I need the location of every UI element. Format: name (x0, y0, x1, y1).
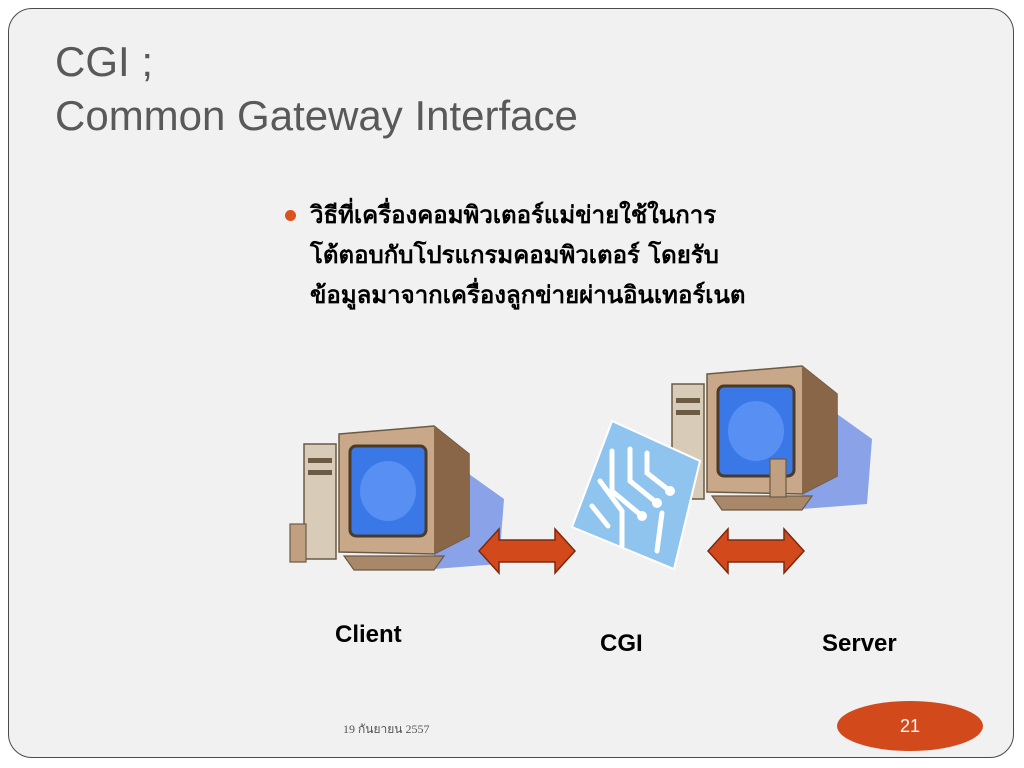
page-number-badge: 21 (837, 701, 983, 751)
bullet-dot-icon (285, 210, 296, 221)
cgi-server-double-arrow-icon (706, 527, 806, 575)
client-cgi-double-arrow-icon (477, 527, 577, 575)
title-line-2: Common Gateway Interface (55, 92, 578, 139)
server-computer-icon (671, 365, 872, 511)
slide: CGI ; Common Gateway Interface วิธีที่เค… (8, 8, 1014, 758)
client-label: Client (335, 621, 402, 648)
bullet-point: วิธีที่เครื่องคอมพิวเตอร์แม่ข่ายใช้ในการ… (285, 195, 965, 315)
cgi-label: CGI (600, 630, 643, 657)
cgi-circuit-chip-icon (570, 419, 702, 571)
bullet-text: วิธีที่เครื่องคอมพิวเตอร์แม่ข่ายใช้ในการ… (310, 195, 745, 315)
client-computer-icon (289, 425, 504, 571)
page-number: 21 (899, 715, 921, 736)
slide-title: CGI ; Common Gateway Interface (55, 35, 578, 143)
server-label: Server (822, 630, 897, 657)
bullet-line-1: วิธีที่เครื่องคอมพิวเตอร์แม่ข่ายใช้ในการ (310, 201, 717, 229)
bullet-line-2: โต้ตอบกับโปรแกรมคอมพิวเตอร์ โดยรับ (310, 241, 719, 269)
title-line-1: CGI ; (55, 38, 154, 85)
footer-date: 19 กันยายน 2557 (343, 722, 430, 736)
bullet-line-3: ข้อมูลมาจากเครื่องลูกข่ายผ่านอินเทอร์เนต (310, 281, 746, 309)
